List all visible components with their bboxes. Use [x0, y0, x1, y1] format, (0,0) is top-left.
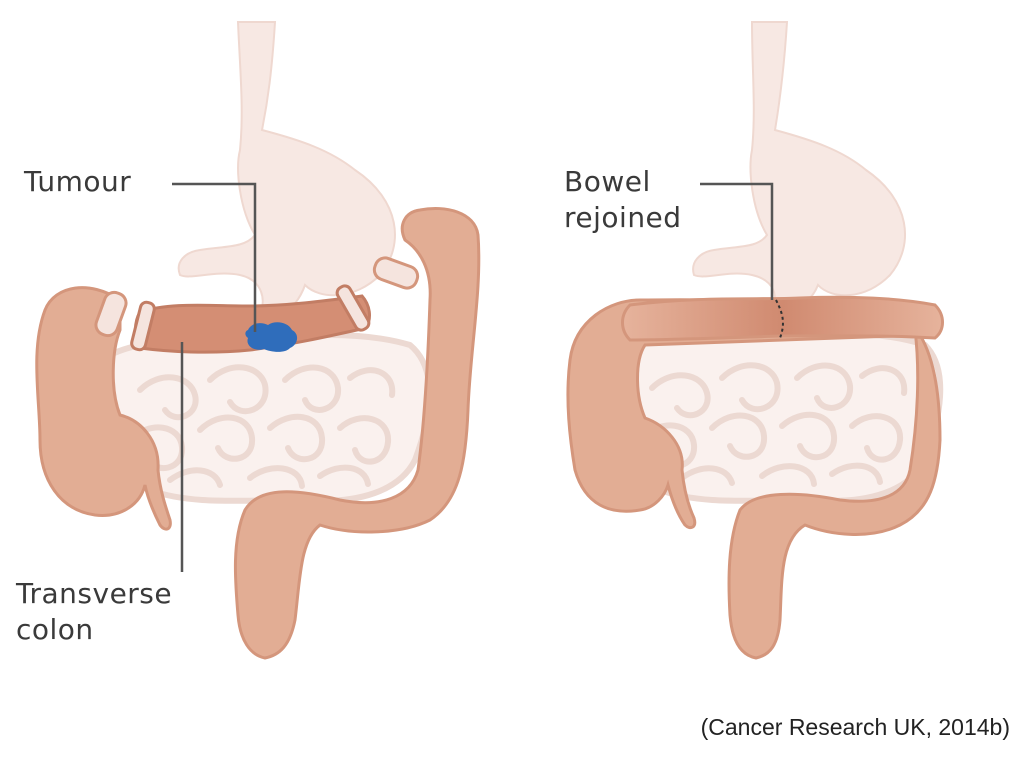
left-panel-before-surgery — [35, 21, 481, 660]
label-bowel-rejoined: Bowel rejoined — [564, 164, 682, 236]
bowel-rejoined-leader-line — [700, 182, 774, 300]
transverse-cut-right — [335, 284, 371, 332]
citation: (Cancer Research UK, 2014b) — [700, 714, 1010, 740]
label-bowel-rejoined-line2: rejoined — [564, 201, 682, 234]
label-transverse-colon-line2: colon — [16, 613, 94, 646]
label-bowel-rejoined-line1: Bowel — [564, 165, 651, 198]
label-transverse-colon-line1: Transverse — [16, 577, 173, 610]
tumour-mass — [245, 322, 298, 352]
cut-stump-right — [372, 256, 420, 290]
join-seam — [775, 299, 784, 339]
tumour-leader-line — [172, 182, 257, 332]
descending-colon-left — [233, 206, 481, 660]
oesophagus-left — [177, 21, 396, 319]
ascending-colon-left — [35, 286, 172, 531]
cut-stump-left — [94, 290, 128, 338]
label-tumour-text: Tumour — [24, 165, 132, 198]
label-tumour: Tumour — [24, 164, 131, 200]
oesophagus-right — [692, 21, 906, 313]
right-panel-after-surgery — [566, 21, 944, 660]
label-transverse-colon: Transverse colon — [16, 576, 172, 648]
transverse-cut-left — [130, 300, 156, 352]
